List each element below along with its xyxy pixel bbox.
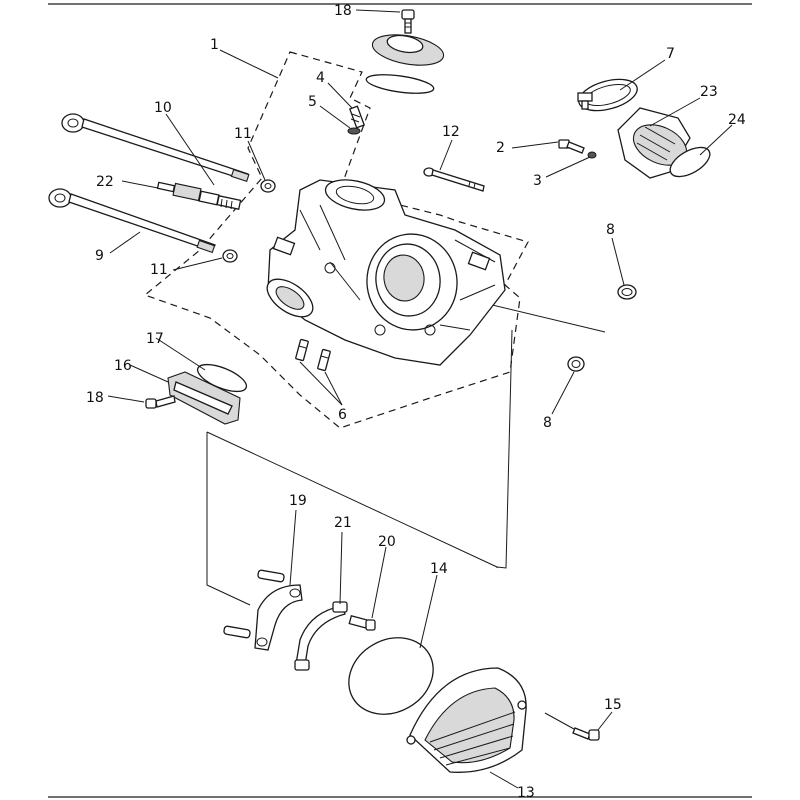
clamp-7 <box>577 78 638 112</box>
callout-15: 15 <box>604 697 622 713</box>
bolt-2 <box>558 139 585 154</box>
tie-rod-9 <box>48 188 216 254</box>
washer-11-upper-hole <box>264 183 272 189</box>
o-ring-14 <box>348 637 434 715</box>
bracket-21 <box>294 601 348 671</box>
bolt-15 <box>572 727 600 741</box>
callout-11-upper: 11 <box>234 126 252 142</box>
bolt-18-top <box>401 9 415 34</box>
bolt-12 <box>423 167 485 192</box>
cylinder-head <box>266 179 506 366</box>
callout-6: 6 <box>338 407 347 423</box>
callout-16: 16 <box>114 358 132 374</box>
washer-5 <box>347 127 361 135</box>
callout-3: 3 <box>533 173 542 189</box>
tie-rod-10 <box>61 113 250 183</box>
seal-8-lower <box>567 356 585 372</box>
callout-21: 21 <box>334 515 352 531</box>
washer-11-lower <box>222 249 238 263</box>
finned-cover-13 <box>406 667 527 773</box>
spark-plug-22 <box>156 181 242 210</box>
callout-10: 10 <box>154 100 172 116</box>
callout-2: 2 <box>496 140 505 156</box>
callout-24: 24 <box>728 112 746 128</box>
callout-7: 7 <box>666 46 675 62</box>
callout-20: 20 <box>378 534 396 550</box>
callout-8-upper: 8 <box>606 222 615 238</box>
washer-11-lower-hole <box>226 253 234 259</box>
callout-9: 9 <box>95 248 104 264</box>
callout-11-lower: 11 <box>150 262 168 278</box>
callout-18-lower: 18 <box>86 390 104 406</box>
studs-6 <box>295 338 331 372</box>
washer-11-upper <box>260 179 276 193</box>
callout-4: 4 <box>316 70 325 86</box>
callout-5: 5 <box>308 94 317 110</box>
callout-12: 12 <box>442 124 460 140</box>
top-gasket <box>365 74 435 94</box>
head-assembly-dashed-outline <box>143 51 529 429</box>
washer-3 <box>587 151 597 159</box>
leader-lines <box>107 9 733 789</box>
callout-19: 19 <box>289 493 307 509</box>
callout-22: 22 <box>96 174 114 190</box>
callout-13: 13 <box>517 785 535 800</box>
callout-8-lower: 8 <box>543 415 552 431</box>
intake-manifold-23 <box>617 107 691 179</box>
callout-23: 23 <box>700 84 718 100</box>
callout-14: 14 <box>430 561 448 577</box>
lower-explode-outline <box>206 329 513 606</box>
screw-4 <box>348 105 366 129</box>
callout-1: 1 <box>210 37 219 53</box>
bolt-18-lower <box>145 395 176 409</box>
side-cover-16 <box>167 371 241 425</box>
callout-18-top: 18 <box>334 3 352 19</box>
seal-8-upper <box>617 284 637 300</box>
callout-17: 17 <box>146 331 164 347</box>
bolt-20 <box>348 615 376 631</box>
valve-cap-cover <box>371 34 445 66</box>
bracket-19 <box>223 569 303 651</box>
